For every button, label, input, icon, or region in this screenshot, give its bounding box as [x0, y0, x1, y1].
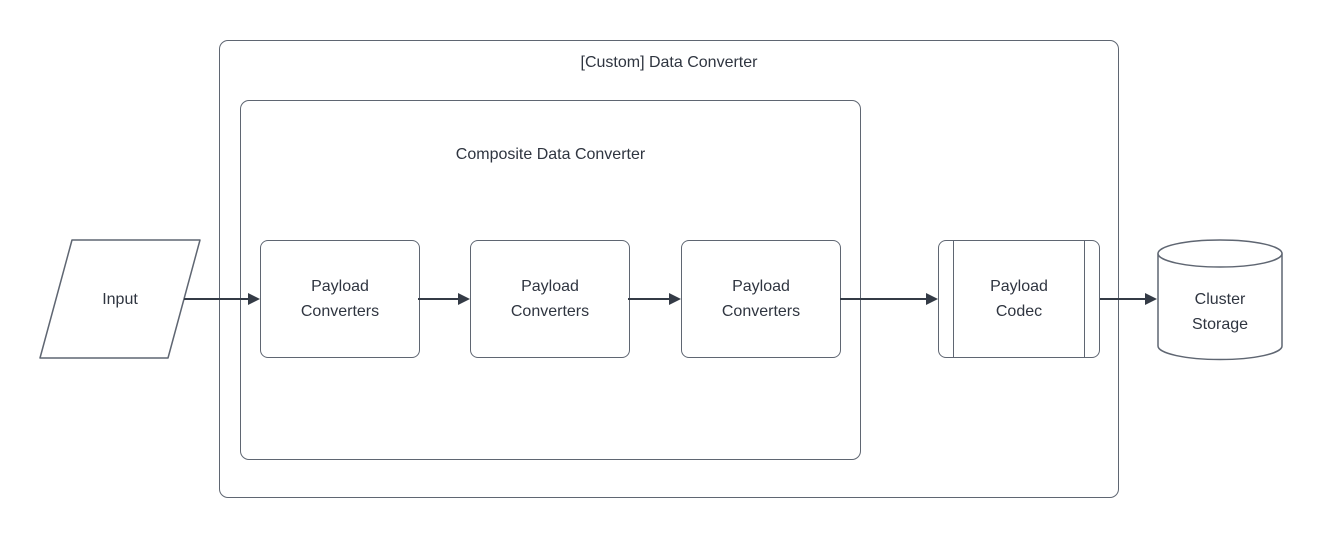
arrowhead-icon	[248, 293, 260, 305]
arrow-converter-3-to-codec	[840, 293, 938, 305]
composite-data-converter-container	[240, 100, 861, 460]
payload-converters-label-2: Payload Converters	[510, 278, 590, 320]
arrow-converter-2-to-3	[628, 293, 681, 305]
payload-converters-label-3: Payload Converters	[721, 278, 801, 320]
payload-codec-box: Payload Codec	[938, 240, 1100, 358]
payload-converters-label-1: Payload Converters	[300, 278, 380, 320]
payload-converters-box-3: Payload Converters	[681, 240, 841, 358]
arrowhead-icon	[458, 293, 470, 305]
arrow-shaft	[418, 298, 460, 300]
payload-converters-box-1: Payload Converters	[260, 240, 420, 358]
input-parallelogram-shape	[39, 239, 201, 359]
payload-codec-label: Payload Codec	[990, 278, 1048, 320]
custom-data-converter-container	[219, 40, 1119, 498]
arrow-input-to-converter-1	[184, 293, 260, 305]
arrow-codec-to-storage	[1100, 293, 1157, 305]
codec-left-bar	[953, 241, 954, 357]
arrow-shaft	[840, 298, 928, 300]
arrow-shaft	[628, 298, 671, 300]
composite-data-converter-title: Composite Data Converter	[455, 146, 646, 163]
arrow-shaft	[1100, 298, 1147, 300]
arrowhead-icon	[926, 293, 938, 305]
custom-data-converter-title: [Custom] Data Converter	[580, 54, 758, 71]
arrowhead-icon	[1145, 293, 1157, 305]
arrow-converter-1-to-2	[418, 293, 470, 305]
codec-right-bar	[1084, 241, 1085, 357]
payload-converters-box-2: Payload Converters	[470, 240, 630, 358]
arrowhead-icon	[669, 293, 681, 305]
arrow-shaft	[184, 298, 250, 300]
cluster-storage-cylinder-shape	[1157, 239, 1283, 361]
